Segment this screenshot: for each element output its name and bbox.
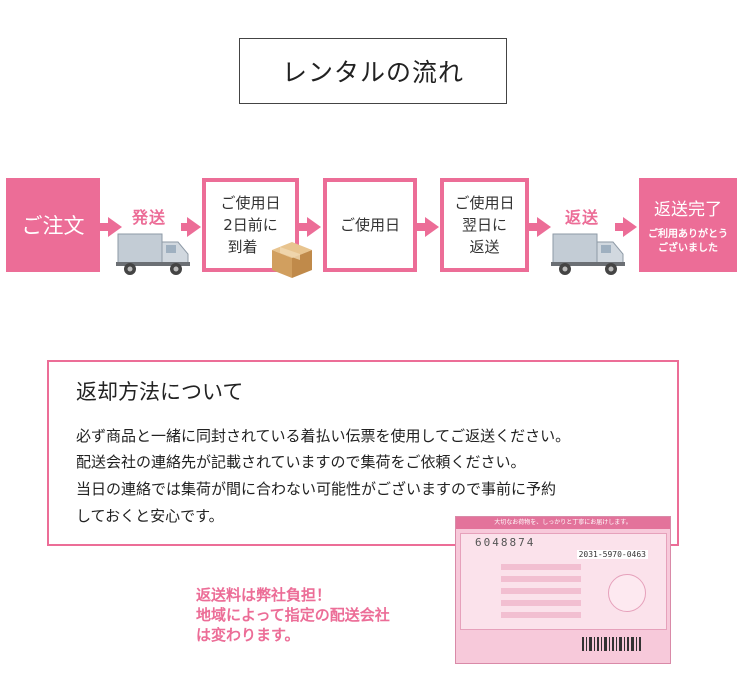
step-complete-sub2: ございました <box>658 242 718 254</box>
return-fee-note: 返送料は弊社負担！ 地域によって指定の配送会社 は変わります。 <box>196 585 390 645</box>
step-usage-label: ご使用日 <box>339 216 400 234</box>
slip-phone: 2031-5970-0463 <box>576 550 648 559</box>
slip-number: 6048874 <box>475 536 536 549</box>
flow-arrow-head <box>187 217 201 237</box>
step-order: ご注文 <box>6 178 100 272</box>
flow-arrow-head <box>108 217 122 237</box>
flow-arrow <box>615 223 623 231</box>
step-arrival-line2: 2日前に <box>223 216 278 234</box>
truck-icon <box>116 233 190 275</box>
return-method-heading: 返却方法について <box>76 380 244 404</box>
flow-arrow <box>417 223 425 231</box>
page-title: レンタルの流れ <box>239 38 507 104</box>
flow-arrow <box>181 223 187 231</box>
return-method-line: 当日の連絡では集荷が間に合わない可能性がございますので事前に予約 <box>76 480 557 498</box>
flow-arrow-head <box>307 217 321 237</box>
step-return-line1: ご使用日 <box>454 194 515 212</box>
return-fee-note-line3: は変わります。 <box>196 626 300 644</box>
step-usage-day: ご使用日 <box>323 178 417 272</box>
step-return-next-day: ご使用日 翌日に 返送 <box>440 178 529 272</box>
flow-arrow <box>529 223 537 231</box>
return-method-line: 配送会社の連絡先が記載されていますので集荷をご依頼ください。 <box>76 453 526 471</box>
barcode-icon <box>582 637 641 651</box>
step-arrival-line3: 到着 <box>227 238 258 256</box>
truck-icon <box>551 233 625 275</box>
step-arrival-line1: ご使用日 <box>220 194 281 212</box>
return-method-line: しておくと安心です。 <box>76 507 224 525</box>
step-complete-sub1: ご利用ありがとう <box>648 228 728 240</box>
step-order-label: ご注文 <box>21 214 85 238</box>
delivery-slip-image: 大切なお荷物を、しっかりと丁寧にお届けします。 6048874 2031-597… <box>455 516 671 664</box>
package-box-icon <box>272 242 312 278</box>
step-return-line2: 翌日に <box>461 216 507 234</box>
step-complete: 返送完了 ご利用ありがとう ございました <box>639 178 737 272</box>
flow-arrow-head <box>623 217 637 237</box>
return-method-panel <box>47 360 679 546</box>
flow-arrow <box>299 223 307 231</box>
ship-label: 発送 <box>132 208 167 227</box>
flow-arrow-head <box>537 217 551 237</box>
flow-arrow-head <box>425 217 439 237</box>
slip-header: 大切なお荷物を、しっかりと丁寧にお届けします。 <box>456 517 670 529</box>
return-fee-note-line1: 返送料は弊社負担！ <box>196 586 332 604</box>
return-label: 返送 <box>565 208 600 227</box>
step-complete-title: 返送完了 <box>654 199 722 220</box>
return-method-line: 必ず商品と一緒に同封されている着払い伝票を使用してご返送ください。 <box>76 427 571 445</box>
return-fee-note-line2: 地域によって指定の配送会社 <box>196 606 390 624</box>
step-return-line3: 返送 <box>469 238 500 256</box>
flow-arrow <box>100 223 108 231</box>
slip-form-area: 6048874 2031-5970-0463 <box>460 533 667 630</box>
